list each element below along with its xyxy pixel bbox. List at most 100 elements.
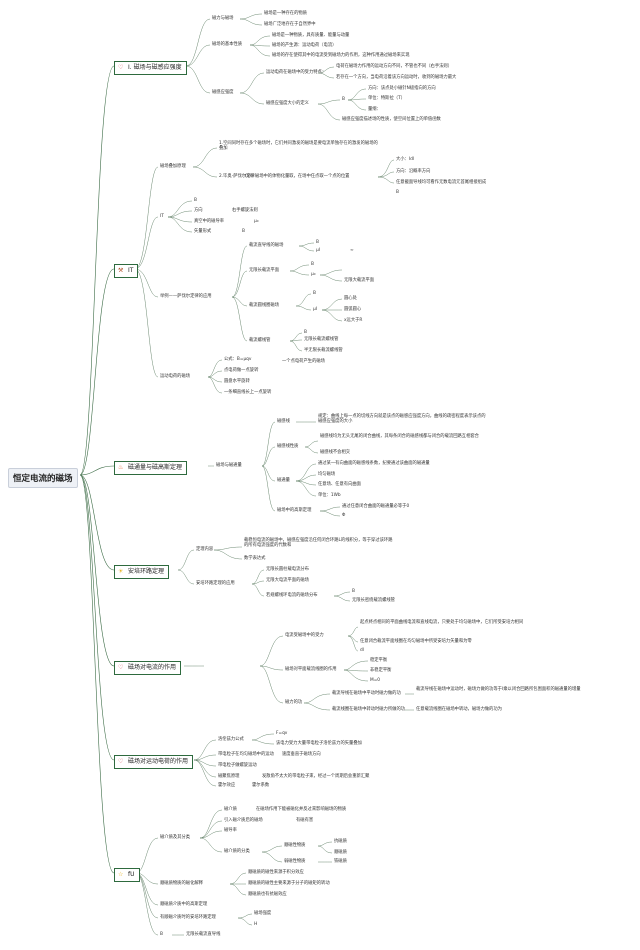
node[interactable]: Φ xyxy=(342,513,346,518)
node[interactable]: 磁聚焦原理 xyxy=(218,774,240,779)
node[interactable]: B xyxy=(352,589,355,594)
node[interactable]: 磁感线不会相交 xyxy=(320,450,351,455)
node[interactable]: 引入磁介质后的磁场 xyxy=(224,818,263,823)
node[interactable]: 运动电荷在磁场中的受力特点： xyxy=(266,70,327,75)
node[interactable]: B xyxy=(342,97,345,102)
node[interactable]: 磁场广泛地存在于自然界中 xyxy=(264,22,316,27)
node[interactable]: 顺磁质的磁性主要来源于分子的磁矩的转动 xyxy=(248,881,330,886)
node[interactable]: 载流螺线管 xyxy=(249,338,271,343)
node[interactable]: 无限长载流螺线管 xyxy=(304,337,339,342)
node[interactable]: 磁场的产生源：运动电荷（电流） xyxy=(272,43,337,48)
node[interactable]: 顺磁性物质 xyxy=(284,843,306,848)
node[interactable]: 任意场、任意有向曲面 xyxy=(318,482,361,487)
node[interactable]: 电荷在磁场力作用的运动方向不同，不管也不同（右手法则） xyxy=(336,64,453,69)
node[interactable]: 稳定平衡 xyxy=(370,658,388,663)
branch-fu[interactable]: ☆fU xyxy=(114,868,140,882)
node[interactable]: 该电力受力大量带电粒子洛伦兹力的矢量叠加 xyxy=(276,741,362,746)
node[interactable]: 任意截面导线均可看作无数电流元首尾相接组成 xyxy=(396,180,487,185)
node[interactable]: 磁场强度 xyxy=(254,911,272,916)
branch-flux-gauss[interactable]: ♨磁通量与磁高斯定理 xyxy=(114,461,188,475)
node[interactable]: 无限长圆柱载电流分布 xyxy=(266,567,309,572)
node[interactable]: 弱磁性物质 xyxy=(284,859,306,864)
node[interactable]: B xyxy=(311,262,314,267)
node[interactable]: 顺磁质 xyxy=(334,850,347,855)
node[interactable]: M=0 xyxy=(370,678,381,683)
node[interactable]: 磁感应强度描述场的性质，使空间位置上的单值函数 xyxy=(342,117,441,122)
node[interactable]: 公式：B=μqv xyxy=(224,357,252,362)
node[interactable]: 载流直导线的磁场 xyxy=(249,243,284,248)
node[interactable]: 方向 xyxy=(194,208,203,213)
node[interactable]: 方向：沿概率方向 xyxy=(396,169,431,174)
node[interactable]: μI xyxy=(313,307,318,312)
node[interactable]: 带电粒子做螺旋运动 xyxy=(218,763,257,768)
node[interactable]: μ₀ xyxy=(254,219,259,224)
node[interactable]: 有磁有害 xyxy=(296,818,314,823)
node[interactable]: 顺磁质的磁性来源于积分效应 xyxy=(248,870,304,875)
node[interactable]: 速度垂直于磁场方向 xyxy=(282,752,321,757)
node[interactable]: 载流导线在磁场中运动时，磁场力做的功等于I乘以闭合回路所包围面积的磁通量的增量 xyxy=(416,687,581,692)
node[interactable]: 无限长载流直导线 xyxy=(186,932,221,937)
node[interactable]: 通过任意闭合曲面的磁通量必等于0 xyxy=(342,504,410,509)
node[interactable]: B xyxy=(396,190,399,195)
node[interactable]: B xyxy=(313,291,316,296)
node[interactable]: ∞ xyxy=(350,248,354,253)
node[interactable]: 带电粒子在均匀磁场中的运动 xyxy=(218,752,274,757)
node[interactable]: 磁介质及其分类 xyxy=(160,835,191,840)
node[interactable]: 顺磁质介质中的高斯定理 xyxy=(160,902,208,907)
node[interactable]: 磁力与磁场 xyxy=(212,16,234,21)
node[interactable]: B xyxy=(316,240,319,245)
node[interactable]: 磁场是一种物质，具有质量、能量与动量 xyxy=(272,33,350,38)
branch-force-on-current[interactable]: ♡磁场对电流的作用 xyxy=(114,661,182,675)
node[interactable]: 载流圆线圈磁场 xyxy=(249,303,280,308)
node[interactable]: 真空中的磁导率 xyxy=(194,219,225,224)
node[interactable]: 均匀磁场 xyxy=(318,472,336,477)
node[interactable]: 单位：1Wb xyxy=(318,493,341,498)
node[interactable]: 在磁场作用下能被磁化并反过来影响磁场的物质 xyxy=(256,807,347,812)
node[interactable]: B xyxy=(194,198,197,203)
node[interactable]: 发散角不太大的带电粒子束，经过一个周期后会重新汇聚 xyxy=(262,774,370,779)
node[interactable]: 磁场的基本性质 xyxy=(212,42,243,47)
node[interactable]: 通过某一有向曲面的磁感线条数，纪要通过该曲面的磁通量 xyxy=(318,461,430,466)
node[interactable]: 磁感应强度大小的定义 xyxy=(266,101,309,106)
branch-magnetic-field-induction[interactable]: ♡I. 磁场与磁感应强度 xyxy=(114,61,187,75)
node[interactable]: 顺磁质物质的磁化解释 xyxy=(160,881,203,886)
node[interactable]: 磁场与磁通量 xyxy=(216,463,242,468)
node[interactable]: 起点终点相同的平面曲线电流和直线电流，只要处于均匀磁场中，它们所受安培力相同 xyxy=(360,620,524,625)
node[interactable]: 霍尔效应 xyxy=(218,783,236,788)
node[interactable]: 圆盘水平旋转 xyxy=(224,379,250,384)
node[interactable]: 抗磁质 xyxy=(334,839,347,844)
node[interactable]: 规定：曲线上每一点的切线方向就是该点的磁感应强度方向，曲线的疏密程度表示该点的磁… xyxy=(318,414,486,424)
node[interactable]: 载流导线在磁场中平动时磁力做的功 xyxy=(332,691,401,696)
node[interactable]: 无限大载流平面 xyxy=(344,278,375,283)
branch-it[interactable]: ⚒IT xyxy=(114,264,139,278)
node[interactable]: 若存在一个方向，当电荷沿着该方向运动时，收到的磁场力最大 xyxy=(336,75,457,80)
node[interactable]: 若规螺线环电流的磁场分布 xyxy=(266,593,318,598)
node[interactable]: 单位：特斯拉（T） xyxy=(368,96,405,101)
node[interactable]: dl xyxy=(360,648,364,653)
node[interactable]: 磁场中的高斯定理 xyxy=(277,508,312,513)
node[interactable]: 一条细直线长上一点旋转 xyxy=(224,390,272,395)
node[interactable]: 定理内容 xyxy=(196,547,214,552)
node[interactable]: 磁感线均为无头无尾的闭合曲线，其每条闭合的磁感线都与闭合的载流回路互相套合 xyxy=(320,434,479,439)
node[interactable]: IT xyxy=(160,214,164,219)
node[interactable]: 磁介质 xyxy=(224,807,237,812)
node[interactable]: 举例——萨伐尔定律的应用 xyxy=(160,294,212,299)
node[interactable]: 霍尔系数 xyxy=(252,783,270,788)
node[interactable]: 矢量形式 xyxy=(194,229,212,234)
node[interactable]: 圆心处 xyxy=(344,296,357,301)
node[interactable]: B xyxy=(160,932,163,937)
node[interactable]: 无限长载流平面 xyxy=(249,268,280,273)
node[interactable]: μ₀ xyxy=(311,272,316,277)
node[interactable]: 电流受磁场中的受力 xyxy=(285,633,324,638)
node[interactable]: 一个点电荷产生的磁场 xyxy=(282,359,325,364)
node[interactable]: 任意载流线圈在磁场中转动，磁场力做的功为 xyxy=(416,707,502,712)
node[interactable]: 磁场是一种存在的物质 xyxy=(264,11,307,16)
node[interactable]: 运动电荷的磁场 xyxy=(160,374,191,379)
node[interactable]: 载稳恒电流的磁场中，磁感应强度沿任何闭合环路L的线积分，等于穿过该环路的所有电流… xyxy=(244,538,393,548)
node[interactable]: 无限长密绕载流螺线管 xyxy=(352,598,395,603)
branch-ampere-law[interactable]: ☀安培环路定理 xyxy=(114,565,170,579)
node[interactable]: 1.空间同时存在多个磁场时，它们共同激发的磁场是要电流单独存在的激发的磁场的叠加 xyxy=(219,141,378,151)
node[interactable]: 非稳定平衡 xyxy=(370,668,392,673)
node[interactable]: 磁感线 xyxy=(277,419,290,424)
node[interactable]: 磁感应强度 xyxy=(212,90,234,95)
